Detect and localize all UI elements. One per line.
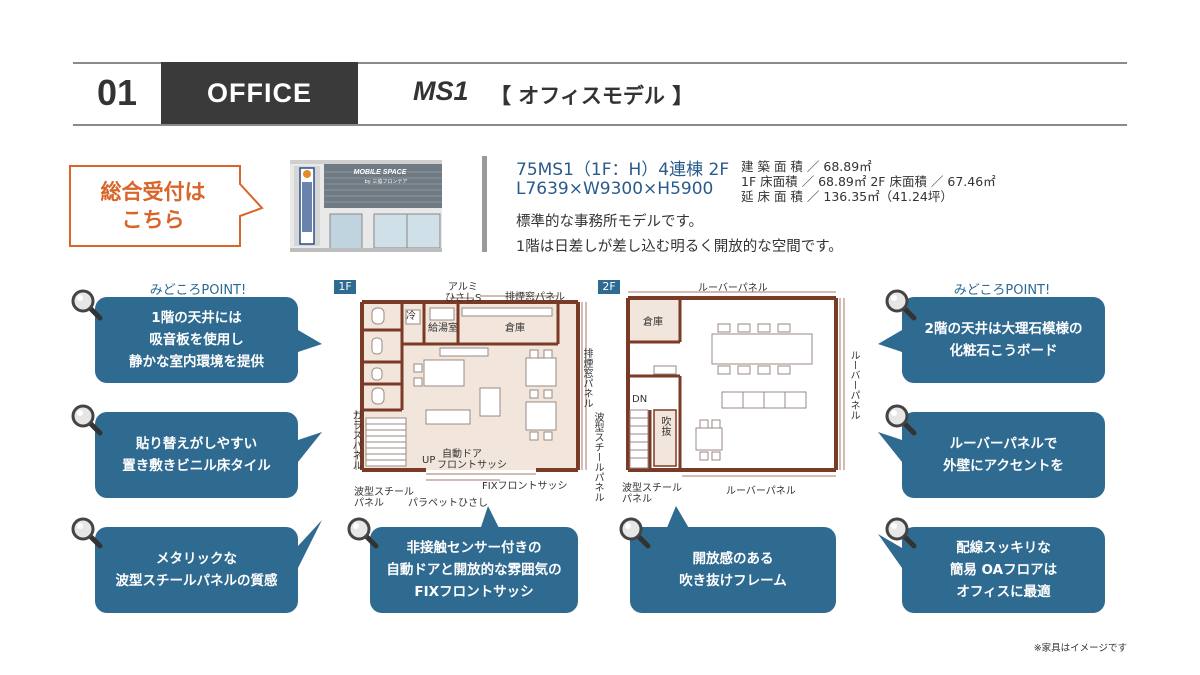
point-bubble-left-3: メタリックな波型スチールパネルの質感 xyxy=(95,527,298,613)
plan1f-label-door2: フロントサッシ xyxy=(437,460,507,471)
furniture-note: ※家具はイメージです xyxy=(1033,643,1127,654)
plan-tag-1f: 1F xyxy=(334,280,356,294)
magnifier-icon xyxy=(887,291,914,318)
spec-model-line: 75MS1（1F：H）4連棟 2F xyxy=(516,160,730,180)
point-bubble-right-3: 配線スッキリな簡易 OAフロアはオフィスに最適 xyxy=(902,527,1105,613)
point-bubble-right-2: ルーバーパネルで外壁にアクセントを xyxy=(902,412,1105,498)
spec-area-total: 延 床 面 積 ／ 136.35㎡（41.24坪） xyxy=(741,189,953,204)
plan2f-label-wave1: 波型スチール xyxy=(622,483,682,494)
reception-line-2: こちら xyxy=(121,208,185,232)
spec-description-2: 1階は日差しが差し込む明るく開放的な空間です。 xyxy=(516,239,843,255)
header-bottom-rule xyxy=(73,124,1127,126)
magnifier-icon xyxy=(73,519,100,546)
reception-callout-bubble xyxy=(69,165,264,247)
floor-plan-2f xyxy=(626,291,845,477)
plan2f-label-dn: DN xyxy=(632,394,648,405)
spec-area-floor: 1F 床面積 ／ 68.89㎡ 2F 床面積 ／ 67.46㎡ xyxy=(741,174,996,189)
plan1f-label-wave2: パネル xyxy=(354,498,384,509)
plan1f-label-haien-top: 排煙窓パネル xyxy=(505,292,565,303)
magnifier-icon xyxy=(621,519,648,546)
plan1f-label-soko: 倉庫 xyxy=(505,323,525,334)
spec-dimension-line: L7639×W9300×H5900 xyxy=(516,179,714,199)
plan1f-label-kyuto: 給湯室 xyxy=(428,323,458,334)
reception-callout[interactable]: 総合受付は こちら xyxy=(78,178,228,234)
section-number: 01 xyxy=(96,72,138,113)
magnifier-icon xyxy=(73,291,100,318)
model-subtitle: 【 オフィスモデル 】 xyxy=(490,84,694,108)
building-photo: MOBILE SPACE by 三協フロンテア xyxy=(290,160,442,252)
plan1f-label-haien-side: 排煙窓パネル xyxy=(581,348,592,408)
header-top-rule xyxy=(73,62,1127,64)
category-title: OFFICE xyxy=(161,62,358,124)
point-bubble-center-2: 開放感のある吹き抜けフレーム xyxy=(630,527,836,613)
spec-description-1: 標準的な事務所モデルです。 xyxy=(516,214,704,230)
plan2f-label-fukinuke: 吹抜 xyxy=(659,416,670,436)
model-name: MS1 xyxy=(413,76,469,106)
point-label-left: みどころPOINT! xyxy=(149,283,247,298)
magnifier-icon xyxy=(73,406,100,433)
plan1f-label-fix: FIXフロントサッシ xyxy=(482,481,568,492)
plan1f-label-parapet: パラペットひさし xyxy=(408,498,488,509)
floor-plan-1f xyxy=(355,295,587,481)
plan1f-label-glass: ガラスパネル xyxy=(350,410,361,470)
magnifier-icon xyxy=(349,519,376,546)
plan2f-label-soko: 倉庫 xyxy=(643,317,663,328)
plan-tag-2f: 2F xyxy=(598,280,620,294)
plan1f-label-up: UP xyxy=(422,455,436,466)
plan2f-label-louver-bottom: ルーバーパネル xyxy=(726,486,796,497)
point-bubble-left-2: 貼り替えがしやすい置き敷きビニル床タイル xyxy=(95,412,298,498)
plan1f-label-hisashi: ひさしS xyxy=(445,293,482,304)
spec-area-building: 建 築 面 積 ／ 68.89㎡ xyxy=(741,159,872,174)
plan1f-label-steel-side: 波型スチールパネル xyxy=(592,412,603,502)
point-bubble-right-1: 2階の天井は大理石模様の化粧石こうボード xyxy=(902,297,1105,383)
sign-text: MOBILE SPACE xyxy=(354,169,407,176)
point-bubble-left-1: 1階の天井には吸音板を使用し静かな室内環境を提供 xyxy=(95,297,298,383)
plan2f-label-louver-side: ルーバーパネル xyxy=(848,350,859,420)
magnifier-icon xyxy=(887,406,914,433)
plan1f-label-alumi: アルミ xyxy=(448,282,478,293)
reception-line-1: 総合受付は xyxy=(100,180,206,204)
plan1f-label-wave1: 波型スチール xyxy=(354,487,414,498)
plan1f-label-reizo: 冷 xyxy=(406,311,416,322)
spec-divider xyxy=(482,156,487,252)
magnifier-icon xyxy=(887,519,914,546)
plan2f-label-louver-top: ルーバーパネル xyxy=(698,283,768,294)
plan1f-label-door1: 自動ドア xyxy=(442,449,482,460)
point-label-right: みどころPOINT! xyxy=(953,283,1051,298)
plan2f-label-wave2: パネル xyxy=(622,494,652,505)
sign-sub: by 三協フロンテア xyxy=(365,178,408,185)
